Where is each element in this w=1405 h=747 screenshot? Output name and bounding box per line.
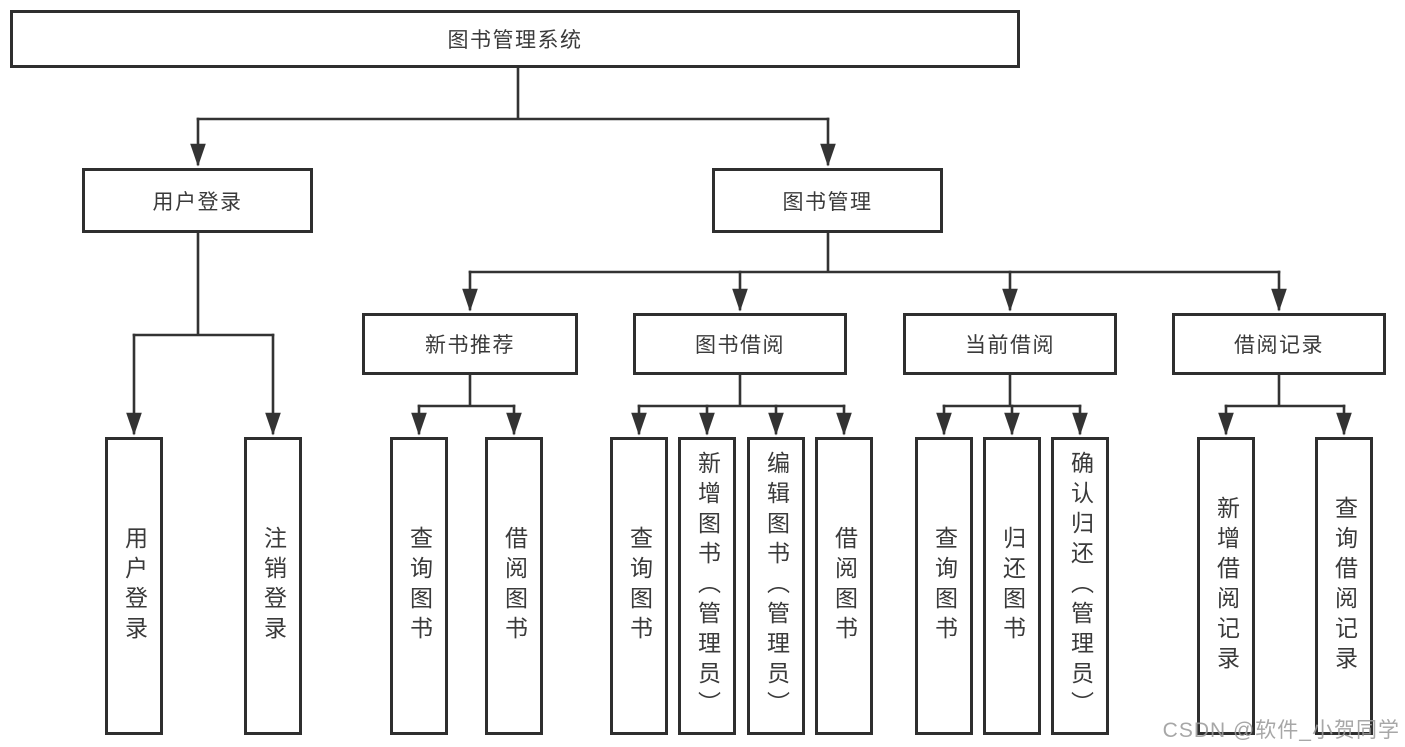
leaf-edit-book-admin: 编辑图书（管理员） <box>747 437 805 735</box>
edge-root-bus <box>196 66 830 121</box>
leaf-query-books-1: 查询图书 <box>390 437 448 735</box>
node-book-borrowing: 图书借阅 <box>633 313 847 375</box>
leaf-query-books-2: 查询图书 <box>610 437 668 735</box>
leaf-query-borrow-record: 查询借阅记录 <box>1315 437 1373 735</box>
watermark: CSDN @软件_小贺同学 <box>1162 719 1400 742</box>
edge-book-borrowing-bus <box>637 373 846 408</box>
leaf-user-login: 用户登录 <box>105 437 163 735</box>
leaf-return-books: 归还图书 <box>983 437 1041 735</box>
leaf-logout: 注销登录 <box>244 437 302 735</box>
edge-book-management-bus <box>468 231 1281 274</box>
edge-user-login-bus <box>132 231 275 337</box>
node-new-book-recommend: 新书推荐 <box>362 313 578 375</box>
leaf-query-books-3: 查询图书 <box>915 437 973 735</box>
leaf-borrow-books-1: 借阅图书 <box>485 437 543 735</box>
leaf-add-borrow-record: 新增借阅记录 <box>1197 437 1255 735</box>
node-root: 图书管理系统 <box>10 10 1020 68</box>
edge-current-borrowing-bus <box>942 373 1082 408</box>
leaf-add-book-admin: 新增图书（管理员） <box>678 437 736 735</box>
node-borrowing-records: 借阅记录 <box>1172 313 1386 375</box>
node-current-borrowing: 当前借阅 <box>903 313 1117 375</box>
leaf-borrow-books-2: 借阅图书 <box>815 437 873 735</box>
leaf-confirm-return-admin: 确认归还（管理员） <box>1051 437 1109 735</box>
node-user-login: 用户登录 <box>82 168 313 233</box>
edge-new-book-recommend-bus <box>417 373 516 408</box>
node-book-management: 图书管理 <box>712 168 943 233</box>
edge-borrowing-records-bus <box>1224 373 1346 408</box>
